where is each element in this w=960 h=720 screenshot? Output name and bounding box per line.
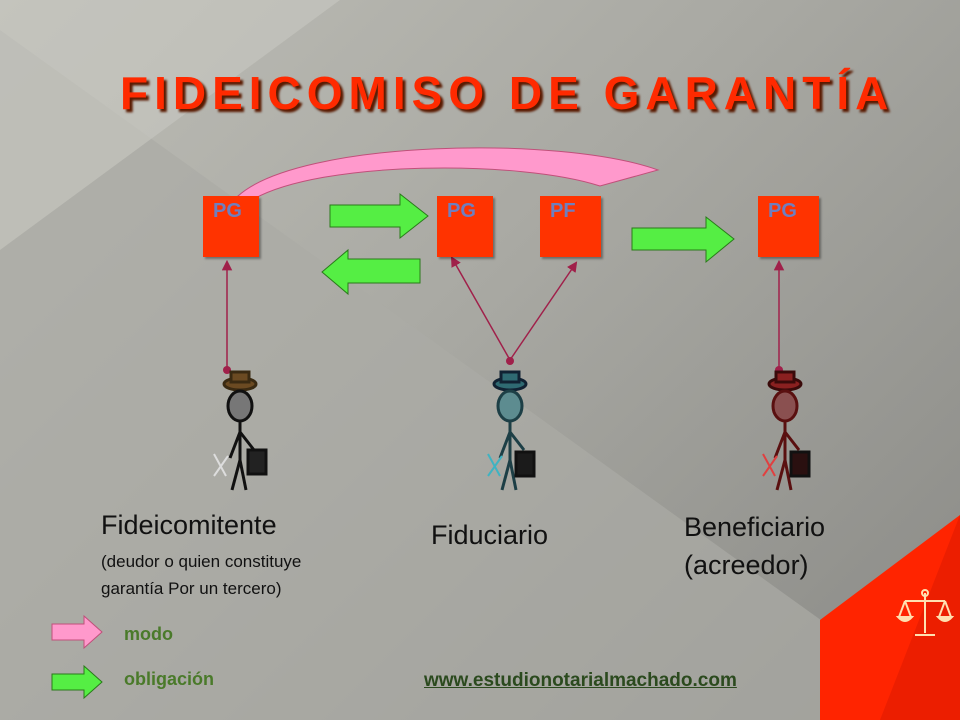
line-fiduciario-pg [450,256,511,361]
label-fideicomitente: Fideicomitente [101,510,277,540]
label-fiduciario: Fiduciario [431,520,549,550]
green-arrow-1 [329,192,429,240]
person-with-briefcase-icon [762,370,811,491]
scales-of-justice-icon [895,589,955,636]
label-fideicomitente-note-1: (deudor o quien constituye [101,552,302,571]
box-pg-1: PG [203,196,259,257]
box-pg-3: PG [758,196,819,257]
box-pg-2: PG [437,196,493,257]
green-arrow-2 [321,248,421,296]
box-pf: PF [540,196,601,257]
green-arrow-3 [631,215,735,264]
person-with-briefcase-icon [213,370,268,491]
label-fideicomitente-note-2: garantía Por un tercero) [101,579,282,598]
person-with-briefcase-icon [487,370,536,491]
legend-obligacion: obligación [124,669,214,689]
legend-modo: modo [124,624,173,644]
legend-green-arrow [51,664,103,700]
modo-curved-arrow [236,147,660,201]
legend-pink-arrow [51,614,103,650]
label-beneficiario: Beneficiario [684,512,826,542]
label-acreedor: (acreedor) [684,550,809,580]
website-link[interactable]: www.estudionotarialmachado.com [424,670,737,691]
page-title: FIDEICOMISO DE GARANTÍA [120,67,895,119]
line-fiduciario-pf [509,261,578,361]
bg-shade-upper [0,0,340,250]
